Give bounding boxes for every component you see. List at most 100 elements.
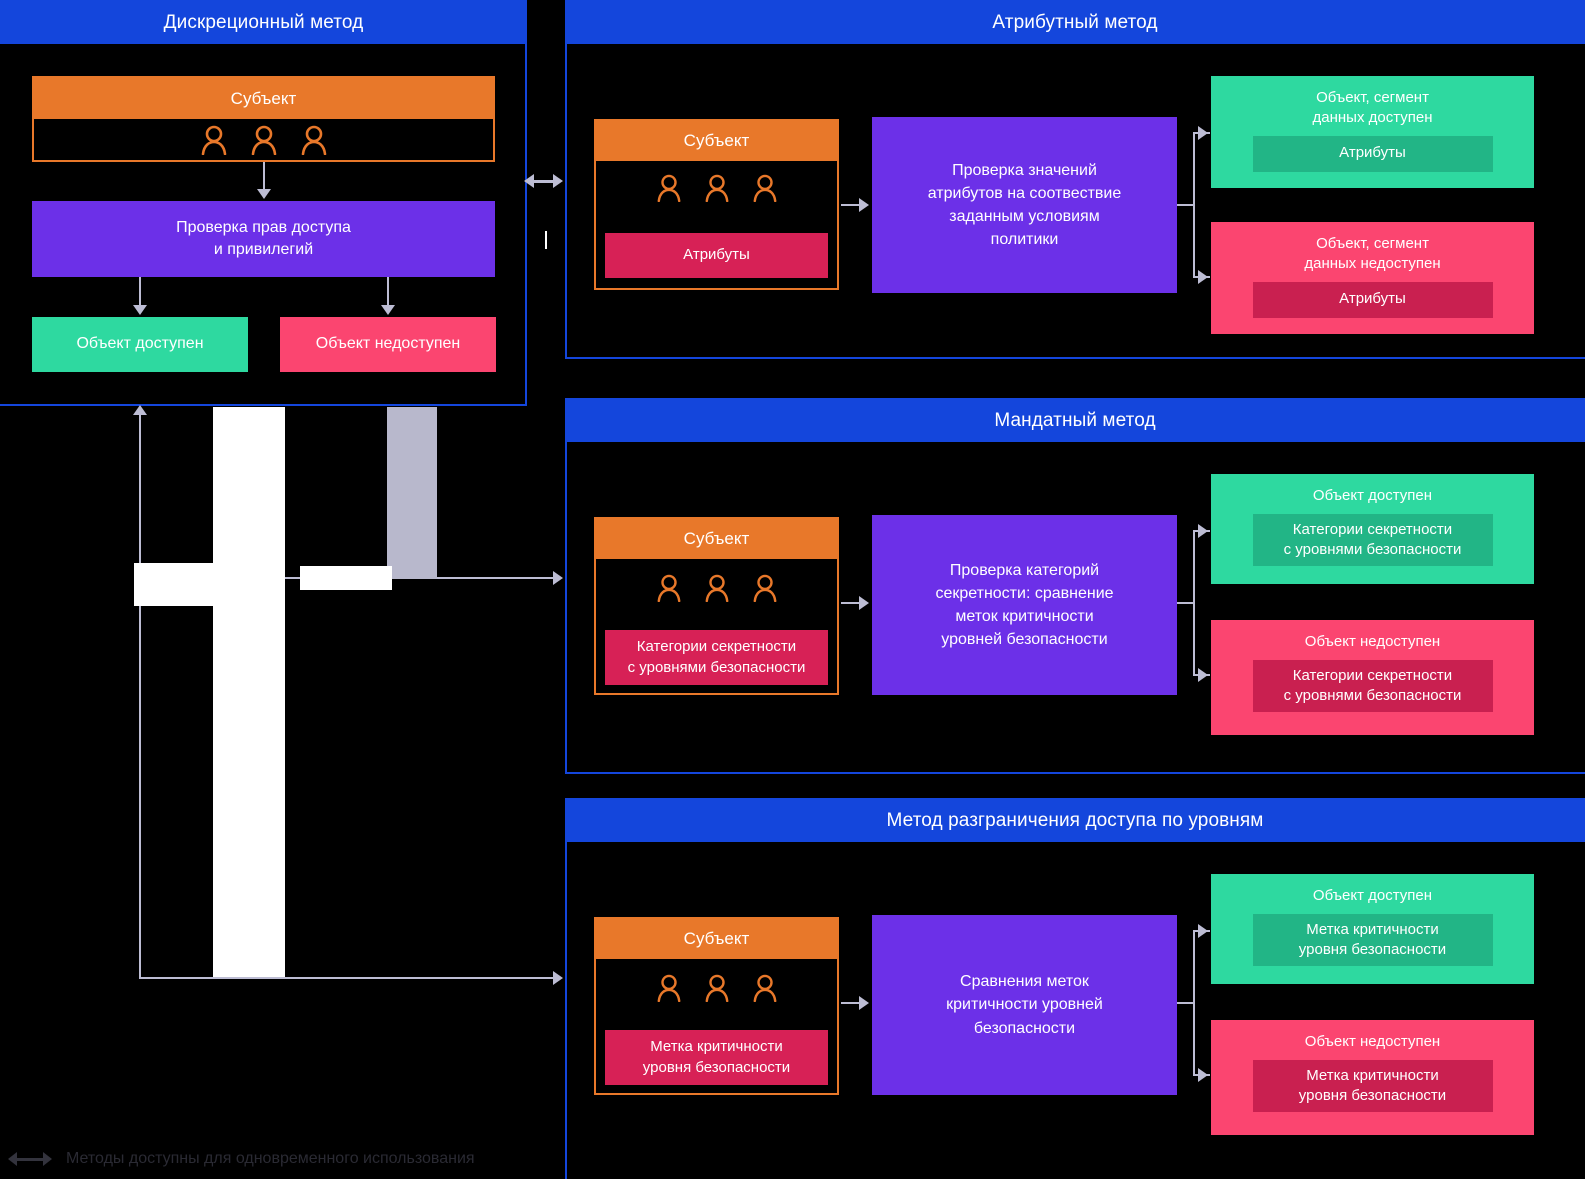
outcome-inner-label: Атрибуты bbox=[1339, 290, 1406, 308]
subject-box-discretionary[interactable]: Субъект bbox=[32, 76, 495, 162]
render-artifact-block-1 bbox=[213, 407, 285, 977]
panel-title-discretionary: Дискреционный метод bbox=[163, 11, 364, 33]
outcome-available-attribute[interactable]: Объект, сегмент данных доступен Атрибуты bbox=[1211, 76, 1534, 188]
outcome-title: Объект доступен bbox=[1312, 487, 1433, 504]
process-line-3: заданным условиям bbox=[949, 208, 1100, 225]
outcome-inner-tag: Атрибуты bbox=[1252, 135, 1493, 172]
panel-title-attribute: Атрибутный метод bbox=[992, 11, 1158, 33]
subject-box-levels[interactable]: Субъект Метка критичности уровня безопас… bbox=[594, 917, 839, 1095]
arrow-left-icon bbox=[524, 174, 534, 188]
person-icon bbox=[301, 125, 326, 155]
subject-tag-line-1: Метка критичности bbox=[650, 1038, 783, 1056]
outcome-title: Объект недоступен bbox=[1304, 1033, 1441, 1050]
outcome-inner-tag: Атрибуты bbox=[1252, 281, 1493, 318]
outcome-label: Объект доступен bbox=[76, 335, 204, 353]
connector-subject-to-process-mandatory bbox=[841, 602, 861, 604]
outcome-inner-tag: Метка критичности уровня безопасности bbox=[1252, 914, 1493, 967]
subject-tag-line-2: уровня безопасности bbox=[642, 1058, 791, 1076]
render-artifact-block-2 bbox=[387, 407, 437, 579]
process-line-2: атрибутов на соотвествие bbox=[927, 184, 1122, 202]
outcome-inner-line-2: уровня безопасности bbox=[1298, 1087, 1447, 1105]
subject-title: Субъект bbox=[596, 121, 837, 161]
outcome-title-line-1: Объект, сегмент bbox=[1316, 235, 1429, 252]
outcome-inner-line-1: Метка критичности bbox=[1306, 1067, 1439, 1084]
subject-people-row bbox=[596, 161, 837, 215]
subject-title: Субъект bbox=[596, 919, 837, 959]
outcome-inner-tag: Категории секретности с уровнями безопас… bbox=[1252, 660, 1493, 713]
subject-label: Субъект bbox=[683, 929, 750, 948]
subject-people-row bbox=[34, 119, 493, 160]
outcome-denied-mandatory[interactable]: Объект недоступен Категории секретности … bbox=[1211, 620, 1534, 735]
person-icon bbox=[705, 974, 728, 1002]
outcome-inner-tag: Метка критичности уровня безопасности bbox=[1252, 1060, 1493, 1113]
panel-header-discretionary: Дискреционный метод bbox=[0, 0, 527, 44]
process-line-2: и привилегий bbox=[213, 241, 314, 258]
outcome-denied-levels[interactable]: Объект недоступен Метка критичности уров… bbox=[1211, 1020, 1534, 1135]
outcome-inner-line-1: Категории секретности bbox=[1292, 521, 1453, 538]
subject-box-attribute[interactable]: Субъект Атрибуты bbox=[594, 119, 839, 290]
subject-label: Субъект bbox=[683, 529, 750, 548]
process-line-3: безопасности bbox=[973, 1019, 1076, 1037]
subject-tag-label: Атрибуты bbox=[683, 246, 750, 264]
connector-process-to-denied bbox=[387, 277, 389, 306]
branch-stem-levels bbox=[1177, 1002, 1194, 1004]
arrow-down-icon bbox=[381, 305, 395, 315]
subject-tag-mandatory: Категории секретности с уровнями безопас… bbox=[605, 630, 828, 685]
process-line-1: Проверка категорий bbox=[949, 561, 1100, 579]
process-line-2: секретности: сравнение bbox=[935, 584, 1114, 602]
person-icon bbox=[657, 574, 680, 602]
connector-subject-to-process bbox=[263, 162, 265, 190]
outcome-title-line-1: Объект, сегмент bbox=[1316, 89, 1429, 106]
outcome-available-levels[interactable]: Объект доступен Метка критичности уровня… bbox=[1211, 874, 1534, 984]
connector-subject-to-process-levels bbox=[841, 1002, 861, 1004]
panel-header-mandatory: Мандатный метод bbox=[565, 398, 1585, 442]
process-line-1: Сравнения меток bbox=[960, 973, 1089, 991]
process-box-mandatory[interactable]: Проверка категорий секретности: сравнени… bbox=[872, 515, 1177, 695]
panel-header-attribute: Атрибутный метод bbox=[565, 0, 1585, 44]
arrow-right-icon bbox=[553, 571, 563, 585]
outcome-denied-discretionary[interactable]: Объект недоступен bbox=[280, 317, 496, 372]
legend-label: Методы доступны для одновременного испол… bbox=[66, 1150, 475, 1167]
person-icon bbox=[657, 174, 680, 202]
process-line-4: политики bbox=[990, 231, 1059, 249]
subject-title: Субъект bbox=[596, 519, 837, 559]
branch-trunk-mandatory bbox=[1193, 530, 1195, 675]
outcome-available-mandatory[interactable]: Объект доступен Категории секретности с … bbox=[1211, 474, 1534, 584]
outcome-inner-tag: Категории секретности с уровнями безопас… bbox=[1252, 514, 1493, 567]
rail-vertical-left bbox=[139, 414, 141, 979]
outcome-denied-attribute[interactable]: Объект, сегмент данных недоступен Атрибу… bbox=[1211, 222, 1534, 334]
process-box-levels[interactable]: Сравнения меток критичности уровней безо… bbox=[872, 915, 1177, 1095]
arrow-down-icon bbox=[133, 305, 147, 315]
process-line-3: меток критичности bbox=[955, 608, 1094, 625]
arrow-right-icon bbox=[859, 198, 869, 212]
person-icon bbox=[753, 974, 776, 1002]
person-icon bbox=[753, 174, 776, 202]
branch-stem-attribute bbox=[1177, 204, 1194, 206]
outcome-label: Объект недоступен bbox=[315, 335, 461, 353]
person-icon bbox=[657, 974, 680, 1002]
person-icon bbox=[201, 125, 226, 155]
process-box-attribute[interactable]: Проверка значений атрибутов на соотвеств… bbox=[872, 117, 1177, 293]
panel-title-levels: Метод разграничения доступа по уровням bbox=[886, 809, 1264, 831]
legend: Методы доступны для одновременного испол… bbox=[8, 1150, 475, 1168]
arrow-right-icon bbox=[1198, 270, 1208, 284]
process-line-1: Проверка значений bbox=[952, 161, 1097, 179]
outcome-title: Объект доступен bbox=[1312, 887, 1433, 904]
process-box-discretionary[interactable]: Проверка прав доступа и привилегий bbox=[32, 201, 495, 277]
arrow-right-icon bbox=[1198, 126, 1208, 140]
arrow-right-icon bbox=[1198, 668, 1208, 682]
panel-title-mandatory: Мандатный метод bbox=[994, 409, 1156, 431]
arrow-up-icon bbox=[133, 405, 147, 415]
subject-tag-line-1: Категории секретности bbox=[636, 638, 797, 656]
outcome-inner-line-2: уровня безопасности bbox=[1298, 941, 1447, 959]
subject-people-row bbox=[596, 559, 837, 617]
subject-label: Субъект bbox=[230, 88, 297, 108]
subject-box-mandatory[interactable]: Субъект Категории секретности с уровнями… bbox=[594, 517, 839, 695]
outcome-available-discretionary[interactable]: Объект доступен bbox=[32, 317, 248, 372]
arrow-right-icon bbox=[1198, 1068, 1208, 1082]
arrow-right-icon bbox=[553, 971, 563, 985]
person-icon bbox=[705, 174, 728, 202]
connector-panel1-panel2 bbox=[534, 180, 556, 183]
subject-tag-line-2: с уровнями безопасности bbox=[627, 658, 806, 676]
subject-tag-levels: Метка критичности уровня безопасности bbox=[605, 1030, 828, 1085]
